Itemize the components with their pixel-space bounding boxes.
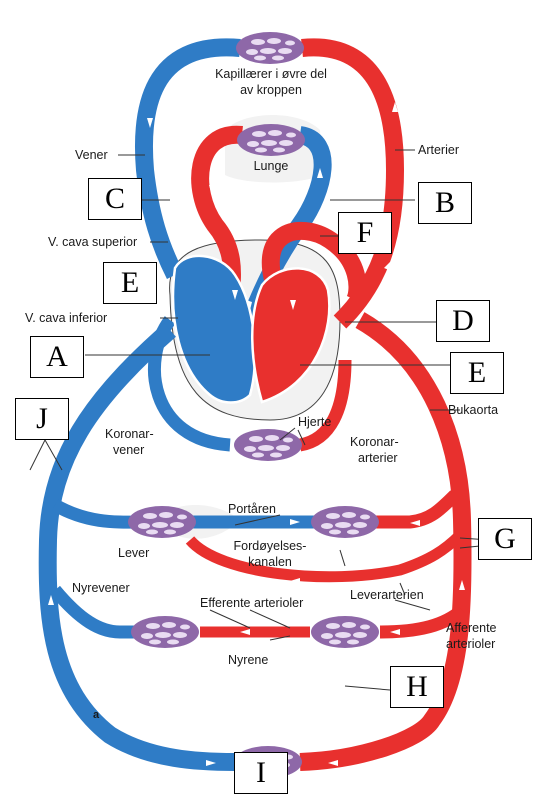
kidney-capillaries-left	[131, 616, 199, 648]
label-efferent-arterioles: Efferente arterioler	[200, 596, 303, 610]
label-vcava-inferior: V. cava inferior	[25, 311, 107, 325]
box-c: C	[88, 178, 142, 220]
box-h: H	[390, 666, 444, 708]
coronary-capillaries	[234, 429, 302, 461]
label-veins: Vener	[75, 148, 108, 162]
upper-body-capillaries	[236, 32, 304, 64]
label-vcava-superior: V. cava superior	[48, 235, 137, 249]
figure-letter: a	[93, 709, 100, 721]
label-heart: Hjerte	[298, 415, 331, 429]
label-portal-vein: Portåren	[228, 502, 276, 516]
label-liver: Lever	[118, 546, 149, 560]
box-b: B	[418, 182, 472, 224]
digestive-capillaries	[311, 506, 379, 538]
box-g: G	[478, 518, 532, 560]
hepatic-artery	[190, 535, 460, 577]
box-f: F	[338, 212, 392, 254]
box-i: I	[234, 752, 288, 794]
label-capillaries-upper-2: av kroppen	[240, 83, 302, 97]
label-arteries: Arterier	[418, 143, 459, 157]
box-a: A	[30, 336, 84, 378]
label-hepatic-artery: Leverarterien	[350, 588, 424, 602]
label-kidneys: Nyrene	[228, 653, 268, 667]
label-coronary-arteries-1: Koronar-	[350, 435, 399, 449]
label-afferent-1: Afferente	[446, 621, 497, 635]
box-j: J	[15, 398, 69, 440]
liver-capillaries	[128, 506, 196, 538]
label-renal-veins: Nyrevener	[72, 581, 130, 595]
kidney-capillaries-right	[311, 616, 379, 648]
label-digestive-1: Fordøyelses-	[234, 539, 307, 553]
lung-capillaries	[237, 124, 305, 156]
label-digestive-2: kanalen	[248, 555, 292, 569]
label-capillaries-upper-1: Kapillærer i øvre del	[215, 67, 327, 81]
label-afferent-2: arterioler	[446, 637, 495, 651]
box-d: D	[436, 300, 490, 342]
label-coronary-veins-2: vener	[113, 443, 144, 457]
box-e-upper: E	[103, 262, 157, 304]
label-coronary-arteries-2: arterier	[358, 451, 398, 465]
label-lung: Lunge	[254, 159, 289, 173]
label-coronary-veins-1: Koronar-	[105, 427, 154, 441]
box-e-lower: E	[450, 352, 504, 394]
label-abdominal-aorta: Bukaorta	[448, 403, 498, 417]
